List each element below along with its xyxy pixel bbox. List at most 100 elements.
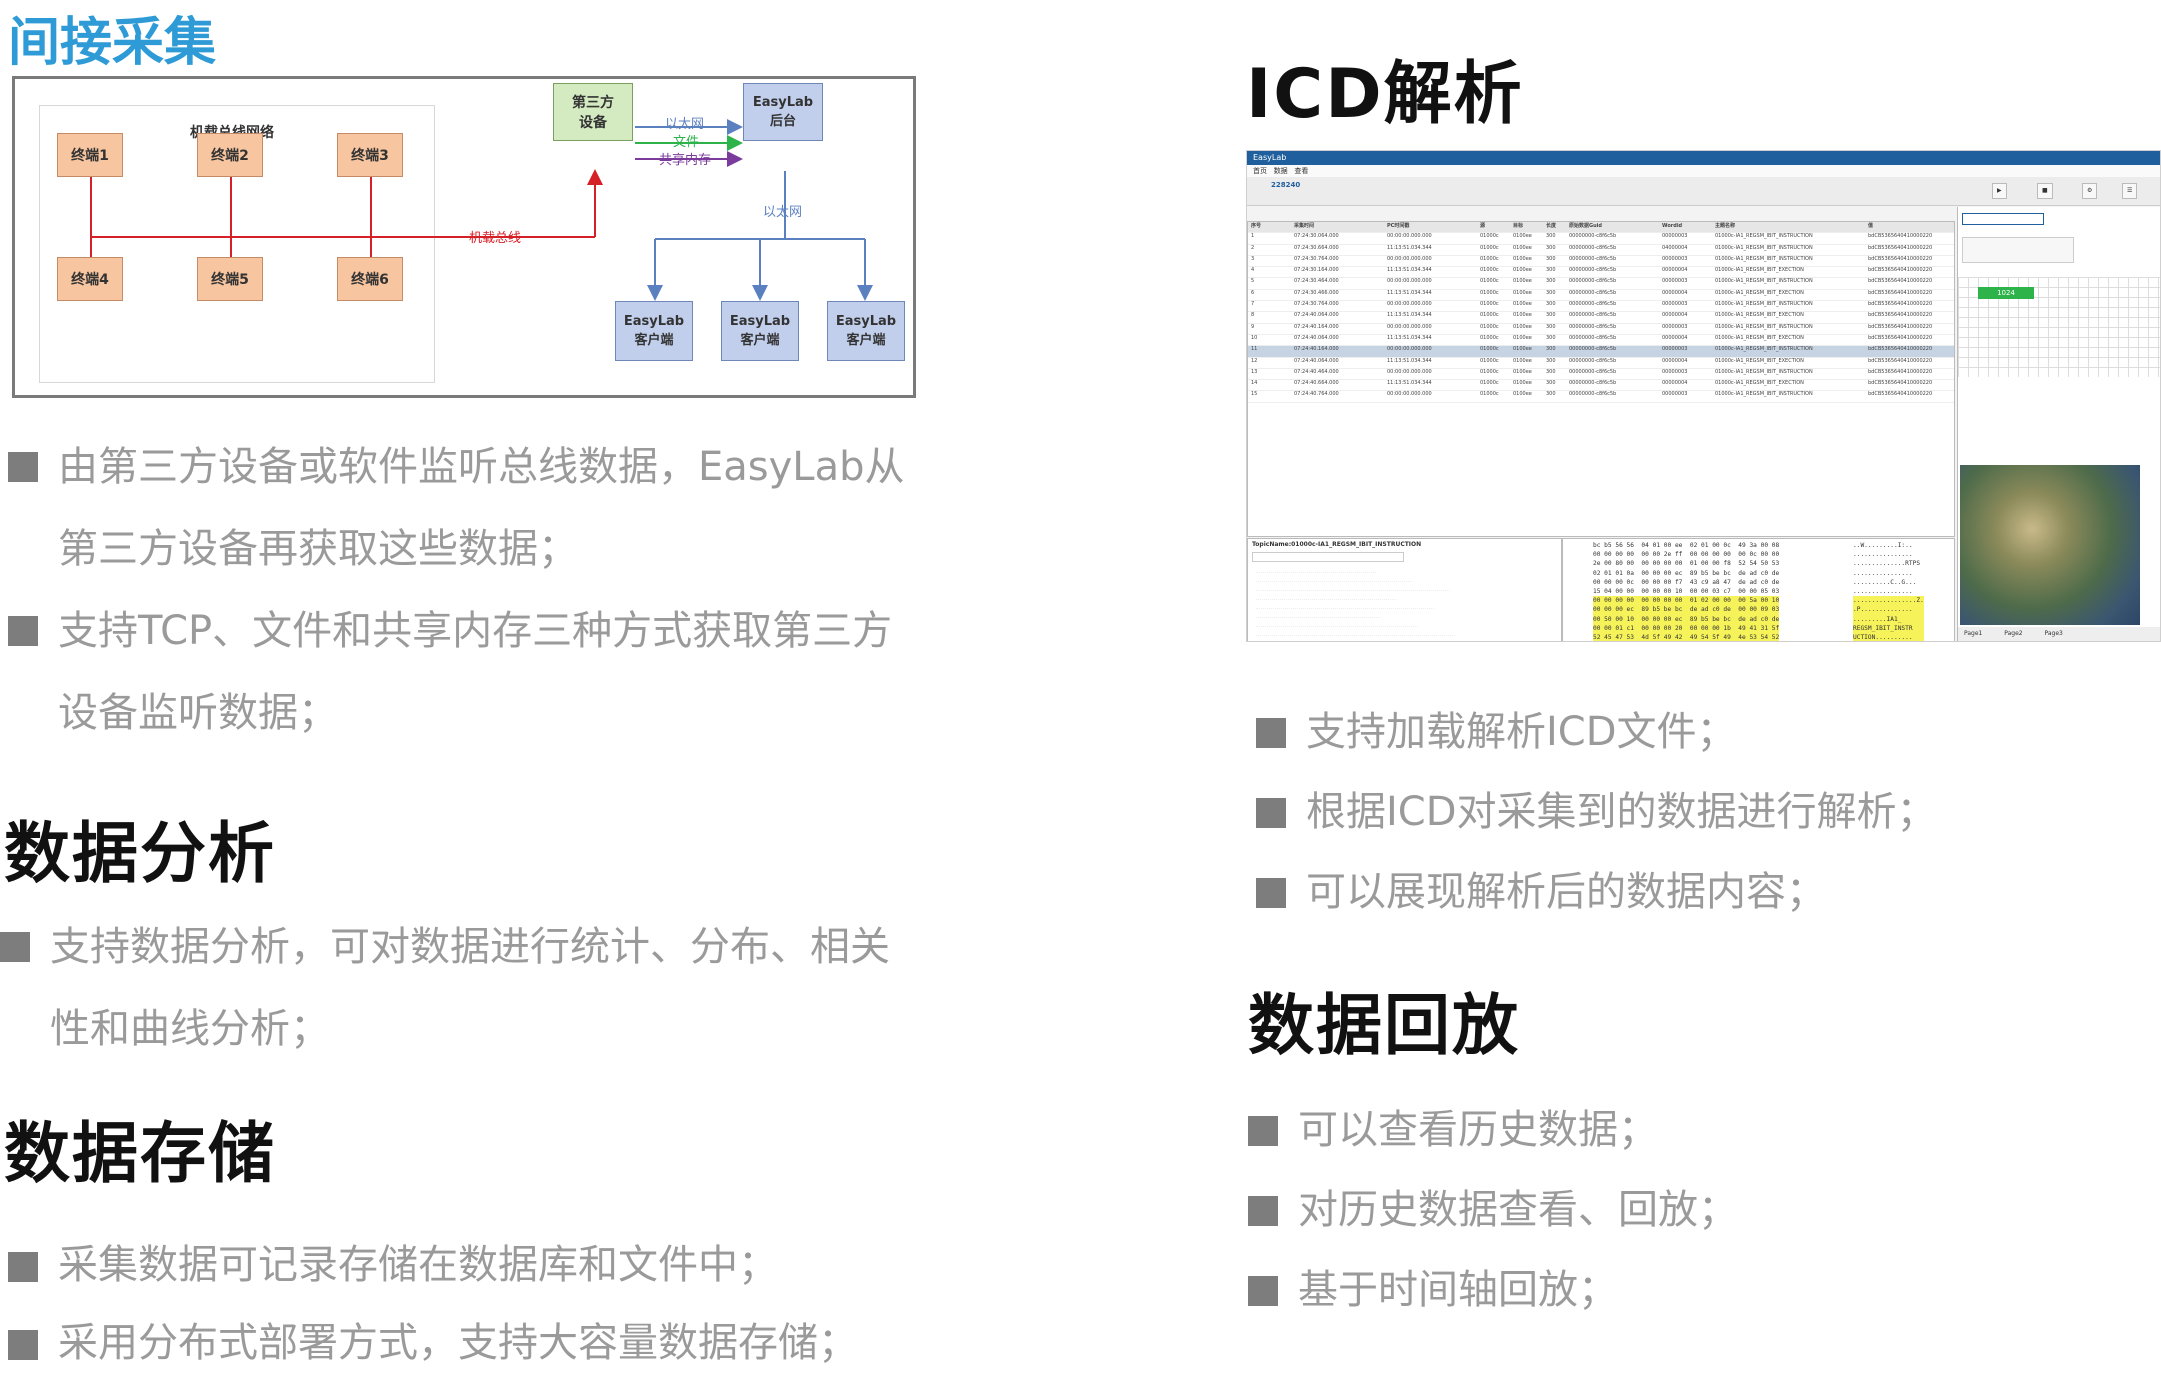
table-cell: 4 bbox=[1251, 267, 1255, 274]
ascii-line: ................ bbox=[1853, 551, 1913, 559]
tree-node[interactable] bbox=[1256, 582, 1450, 591]
table-cell: 00000000-c8f6c5b bbox=[1569, 380, 1617, 387]
column-header[interactable]: 原始数据Guid bbox=[1569, 223, 1602, 229]
table-cell: bdCB5365640410000220 bbox=[1868, 391, 1933, 398]
table-cell: 01000c bbox=[1480, 346, 1499, 353]
column-header[interactable]: 主题名称 bbox=[1715, 223, 1736, 229]
table-cell: 0100ee bbox=[1513, 289, 1532, 296]
table-cell: 300 bbox=[1546, 289, 1556, 296]
column-header[interactable]: 目标 bbox=[1513, 223, 1524, 229]
column-header[interactable]: 源 bbox=[1480, 223, 1486, 229]
tree-node[interactable] bbox=[1256, 564, 1376, 573]
page-tab[interactable]: Page3 bbox=[2044, 630, 2063, 637]
hex-line: bc b5 56 56 04 01 00 ee 02 01 00 0c 49 3… bbox=[1593, 542, 1780, 549]
column-header[interactable]: 值 bbox=[1868, 223, 1874, 229]
menu-tab[interactable]: 数据 bbox=[1273, 167, 1288, 175]
ascii-line: REGSM_IBIT_INSTR bbox=[1853, 623, 1924, 634]
tree-node[interactable] bbox=[1256, 609, 1381, 618]
easylab-client-3: EasyLab 客户端 bbox=[827, 301, 905, 361]
table-cell: 01000c-IA1_REGSM_IBIT_INSTRUCTION bbox=[1715, 346, 1813, 353]
tree-node[interactable] bbox=[1256, 618, 1418, 627]
page-tab[interactable]: Page1 bbox=[1964, 630, 1983, 637]
table-cell: bdCB5365640410000220 bbox=[1868, 334, 1933, 341]
tree-node[interactable] bbox=[1256, 636, 1402, 641]
toolbar-button[interactable]: ☰ bbox=[2122, 183, 2138, 199]
hex-bytes: bc b5 56 56 04 01 00 ee 02 01 00 0c 49 3… bbox=[1593, 541, 1780, 641]
bullet-item: 对历史数据查看、回放； bbox=[1248, 1170, 2148, 1250]
tree-node[interactable] bbox=[1256, 573, 1413, 582]
dropdown-list bbox=[1962, 237, 2074, 263]
table-cell: 9 bbox=[1251, 323, 1255, 330]
table-cell: 00:00:00.000.000 bbox=[1387, 255, 1432, 262]
table-cell: 07:24:30.764.000 bbox=[1294, 301, 1339, 308]
table-cell: 07:24:30.464.000 bbox=[1294, 278, 1339, 285]
column-header[interactable]: PC时间戳 bbox=[1387, 223, 1410, 229]
toolbar-button[interactable]: ■ bbox=[2037, 183, 2053, 199]
table-cell: 14 bbox=[1251, 380, 1258, 387]
column-header[interactable]: 长度 bbox=[1546, 223, 1557, 229]
column-header[interactable]: Wordid bbox=[1662, 223, 1683, 229]
column-header[interactable]: 序号 bbox=[1251, 223, 1262, 229]
table-cell: 5 bbox=[1251, 278, 1255, 285]
panel-select[interactable] bbox=[1962, 213, 2044, 225]
tree-lines bbox=[1248, 564, 1561, 641]
bullet-item: 基于时间轴回放； bbox=[1248, 1250, 2148, 1330]
table-cell: 0100ee bbox=[1513, 357, 1532, 364]
table-cell: bdCB5365640410000220 bbox=[1868, 357, 1933, 364]
table-cell: 00000000-c8f6c5b bbox=[1569, 255, 1617, 262]
table-cell: 11:13:51.034.344 bbox=[1387, 244, 1432, 251]
table-cell: 07:24:30.164.000 bbox=[1294, 267, 1339, 274]
page-tab[interactable]: Page2 bbox=[2004, 630, 2023, 637]
bullet-item: 可以查看历史数据； bbox=[1248, 1090, 2148, 1170]
easylab-backend: EasyLab 后台 bbox=[743, 83, 823, 141]
table-cell: 00000000-c8f6c5b bbox=[1569, 391, 1617, 398]
table-cell: 00000000-c8f6c5b bbox=[1569, 312, 1617, 319]
value-cell: 1024 bbox=[1978, 287, 2034, 299]
menu-tab[interactable]: 首页 bbox=[1253, 167, 1267, 175]
filter-input[interactable] bbox=[1252, 552, 1404, 562]
tree-node[interactable] bbox=[1256, 600, 1434, 609]
table-cell: 00000003 bbox=[1662, 391, 1688, 398]
table-cell: 01000c-IA1_REGSM_IBIT_INSTRUCTION bbox=[1715, 233, 1813, 240]
terminal-3: 终端3 bbox=[337, 133, 403, 177]
table-cell: 300 bbox=[1546, 312, 1556, 319]
toolbar-button[interactable]: ▶ bbox=[1992, 183, 2007, 199]
toolbar-button[interactable]: ⚙ bbox=[2082, 183, 2098, 199]
table-cell: bdCB5365640410000220 bbox=[1868, 346, 1933, 353]
table-cell: 00000000-c8f6c5b bbox=[1569, 278, 1617, 285]
table-cell: 0100ee bbox=[1513, 278, 1532, 285]
arrow-label-shared-memory: 共享内存 bbox=[659, 153, 712, 168]
menu-tab[interactable]: 查看 bbox=[1294, 167, 1309, 175]
table-cell: bdCB5365640410000220 bbox=[1868, 380, 1933, 387]
tree-node[interactable] bbox=[1256, 591, 1397, 600]
table-cell: 01000c bbox=[1480, 267, 1499, 274]
table-cell: 0100ee bbox=[1513, 301, 1532, 308]
table-cell: 01000c-IA1_REGSM_IBIT_INSTRUCTION bbox=[1715, 301, 1813, 308]
ascii-line: ..............RTPS bbox=[1853, 560, 1921, 568]
table-cell: 00000003 bbox=[1662, 255, 1688, 262]
table-cell: 00000000-c8f6c5b bbox=[1569, 267, 1617, 274]
map-view[interactable] bbox=[1960, 465, 2140, 625]
tree-node[interactable] bbox=[1256, 627, 1455, 636]
column-header[interactable]: 采集时间 bbox=[1294, 223, 1315, 229]
table-cell: 11:13:51.034.344 bbox=[1387, 334, 1432, 341]
ethernet-label: 以太网 bbox=[763, 205, 803, 220]
table-cell: 01000c bbox=[1480, 368, 1499, 375]
table-cell: bdCB5365640410000220 bbox=[1868, 233, 1933, 240]
